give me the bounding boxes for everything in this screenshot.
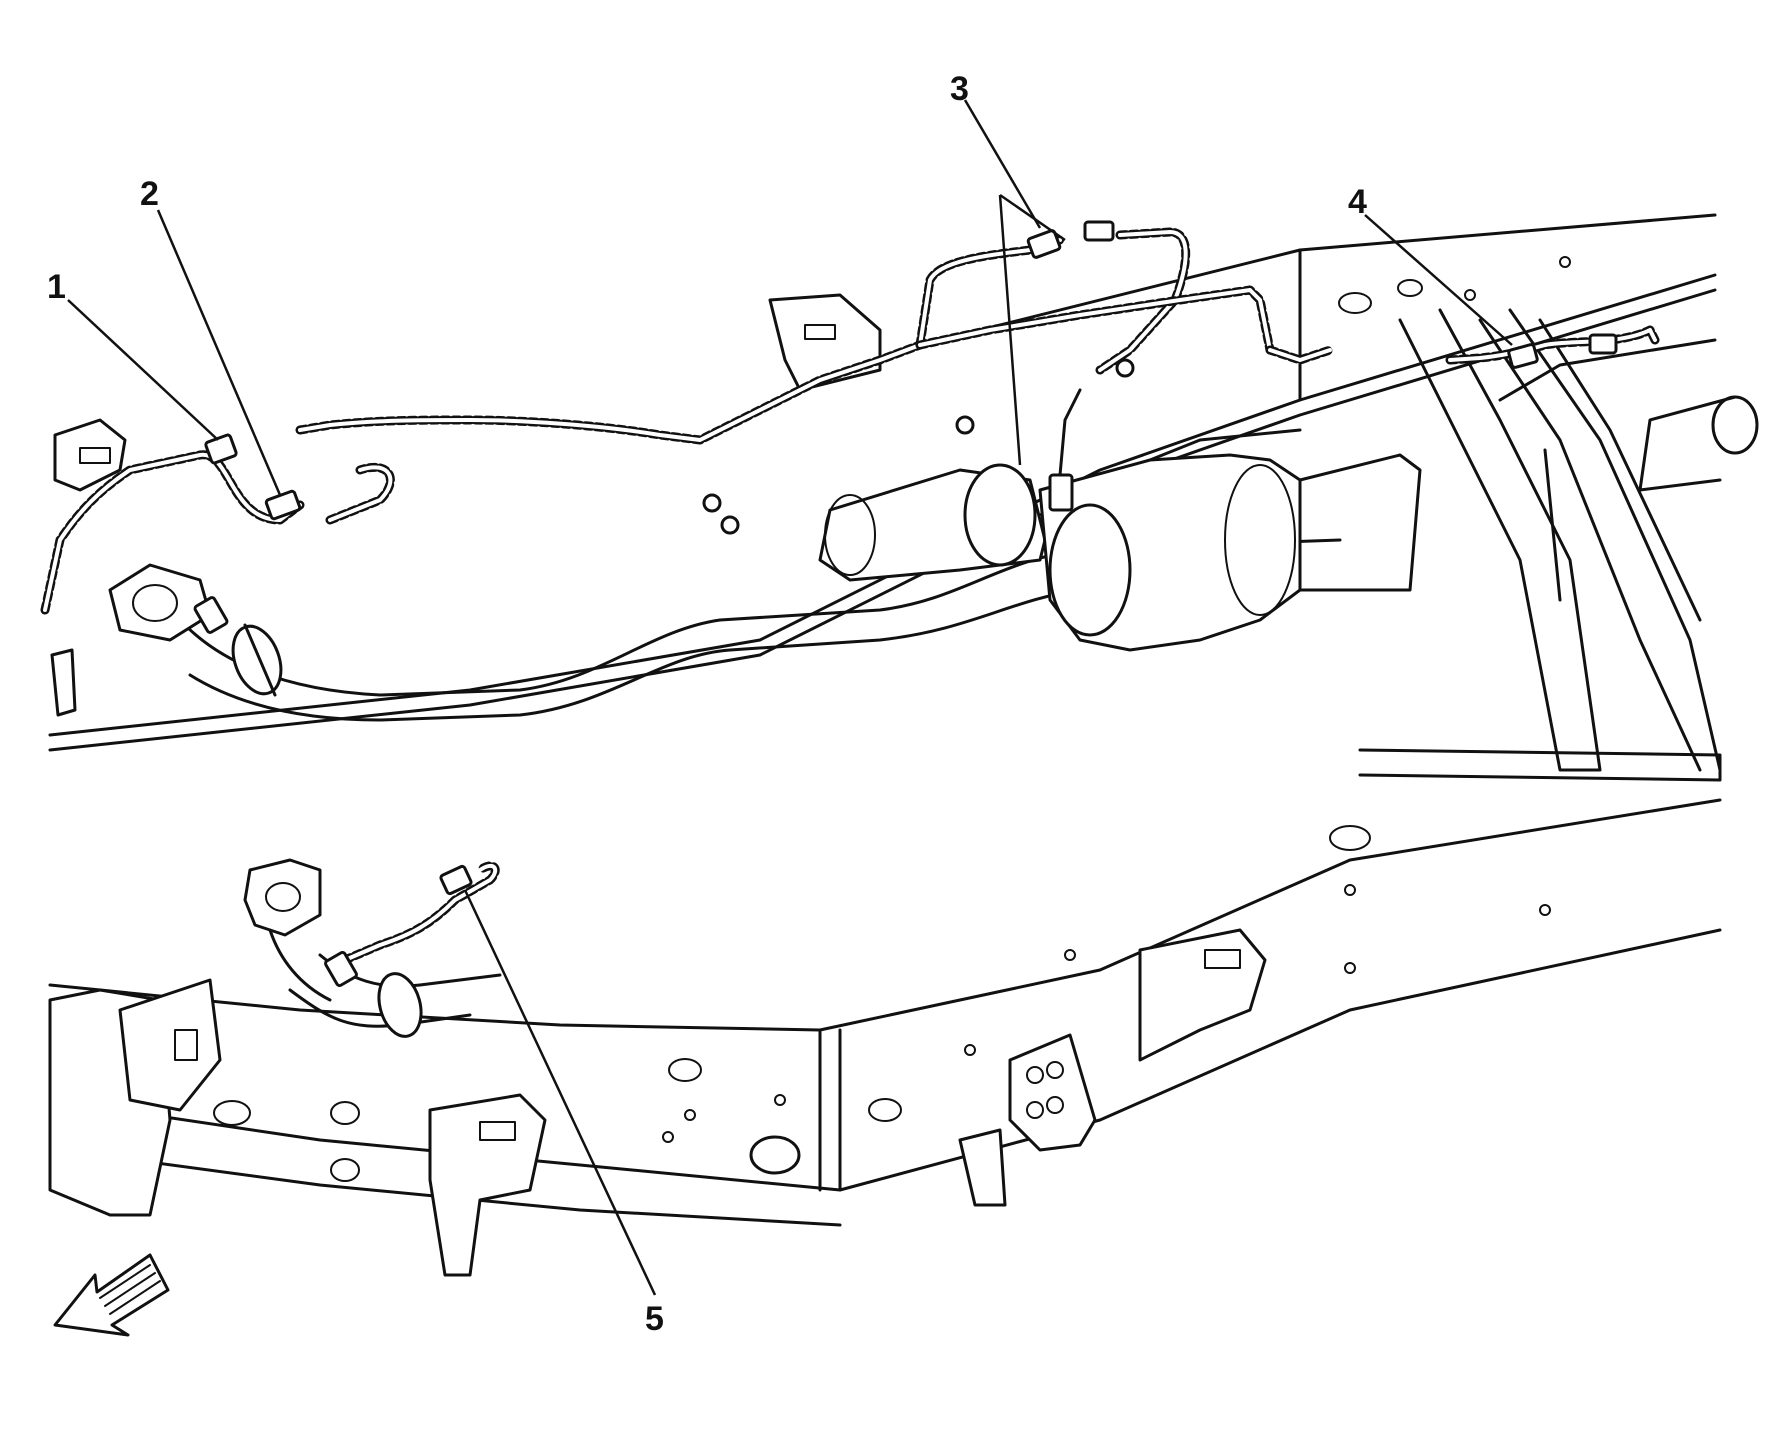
callout-4: 4 bbox=[1348, 183, 1367, 221]
oxygen-sensor-upper[interactable] bbox=[1048, 388, 1082, 512]
callout-2: 2 bbox=[140, 175, 159, 213]
callout-leaders bbox=[67, 99, 1513, 1296]
sensor-connectors bbox=[193, 220, 1618, 988]
upper-frame-rail bbox=[48, 213, 1759, 752]
left-flange-bracket bbox=[50, 293, 882, 717]
callout-labels: 1 2 3 4 5 bbox=[47, 70, 1367, 1338]
connector-3[interactable] bbox=[1026, 220, 1115, 259]
frame-brackets bbox=[48, 928, 1267, 1277]
catalytic-converters bbox=[818, 428, 1422, 652]
oxygen-sensor-lower[interactable] bbox=[324, 950, 358, 988]
exhaust-pipe-lower bbox=[243, 858, 502, 1038]
callout-5: 5 bbox=[645, 1300, 664, 1338]
callout-3: 3 bbox=[950, 70, 969, 108]
connector-1[interactable] bbox=[204, 433, 238, 465]
cross-member bbox=[1358, 308, 1722, 782]
connector-4[interactable] bbox=[1507, 333, 1618, 369]
exhaust-pipe-upper bbox=[108, 538, 1342, 722]
oxygen-sensor-front[interactable] bbox=[193, 596, 229, 634]
forward-arrow-icon bbox=[53, 1253, 170, 1337]
connector-5[interactable] bbox=[439, 864, 473, 896]
connector-2[interactable] bbox=[264, 489, 302, 521]
wiring-harness-upper bbox=[40, 227, 1660, 615]
callout-1: 1 bbox=[47, 268, 66, 306]
wiring-harness-lower bbox=[340, 861, 500, 965]
